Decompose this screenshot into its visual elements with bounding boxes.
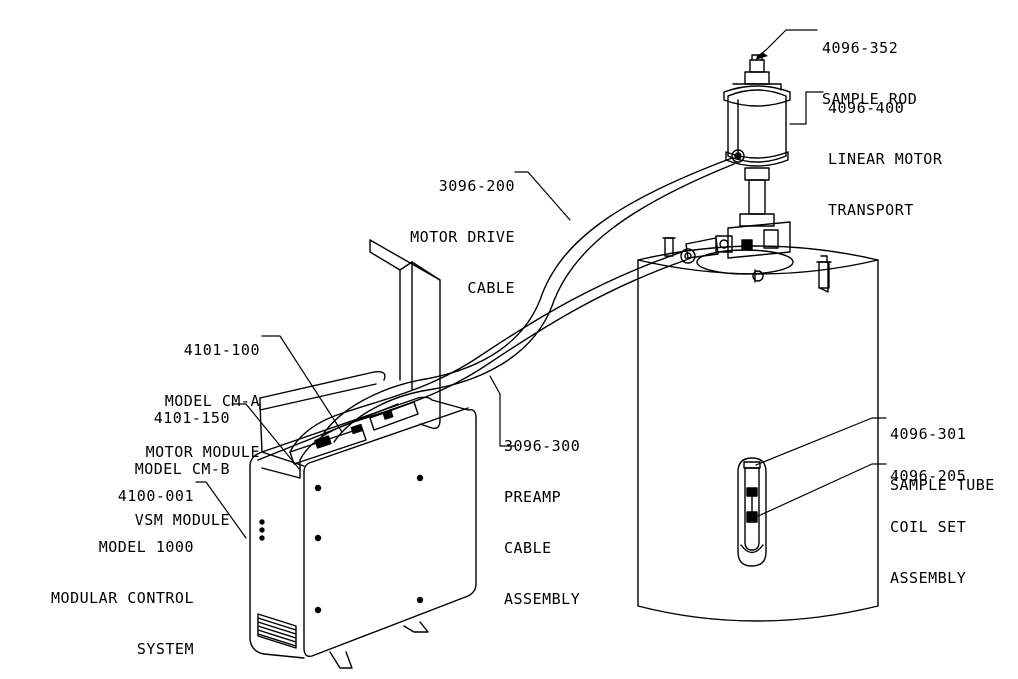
callout-text: MODULAR CONTROL [51,589,194,607]
control-cabinet [249,239,477,669]
callout-control-system: 4100-001 MODEL 1000 MODULAR CONTROL SYST… [8,454,194,675]
callout-motor-module: 4101-100 MODEL CM-A MOTOR MODULE [140,308,260,478]
callout-text: MODEL CM-B [134,460,230,478]
part-number: 4096-400 [828,99,905,117]
callout-coil-set: 4096-205 COIL SET ASSEMBLY [890,434,966,604]
motor-drive-cable [321,157,735,443]
callout-text: MODEL CM-A [164,392,260,410]
linear-motor-transport [723,54,791,227]
callout-text: MODEL 1000 [98,538,194,556]
callout-text: TRANSPORT [828,201,914,219]
part-number: 4101-100 [183,341,260,359]
preamp-cable [289,251,687,461]
callout-sample-rod: 4096-352 SAMPLE ROD [822,6,917,125]
callout-text: SAMPLE ROD [822,90,918,108]
sample-window [737,457,767,567]
part-number: 3096-300 [504,437,581,455]
callout-sample-tube: 4096-301 SAMPLE TUBE [890,392,995,511]
head-assembly [680,221,791,264]
callout-vsm-module: 4101-150 MODEL CM-B VSM MODULE [100,376,230,546]
part-number: 4096-301 [890,425,967,443]
callout-text: COIL SET [890,518,967,536]
callout-text: MOTOR MODULE [145,443,260,461]
callout-text: MOTOR DRIVE [410,228,515,246]
callout-text: PREAMP [504,488,562,506]
dewar [637,237,879,622]
callout-text: VSM MODULE [134,511,230,529]
part-number: 3096-200 [438,177,515,195]
callout-text: ASSEMBLY [890,569,967,587]
part-number: 4096-205 [890,467,967,485]
callout-text: SYSTEM [136,640,194,658]
part-number: 4100-001 [117,487,194,505]
part-number: 4101-150 [153,409,230,427]
callout-preamp-cable: 3096-300 PREAMP CABLE ASSEMBLY [504,404,580,625]
callout-text: LINEAR MOTOR [828,150,943,168]
callout-text: CABLE [467,279,515,297]
callout-motor-drive-cable: 3096-200 MOTOR DRIVE CABLE [380,144,515,314]
part-number: 4096-352 [822,39,899,57]
leader-lines [195,29,887,539]
callout-text: SAMPLE TUBE [890,476,995,494]
callout-linear-motor: 4096-400 LINEAR MOTOR TRANSPORT [828,66,942,236]
callout-text: ASSEMBLY [504,590,581,608]
callout-text: CABLE [504,539,552,557]
